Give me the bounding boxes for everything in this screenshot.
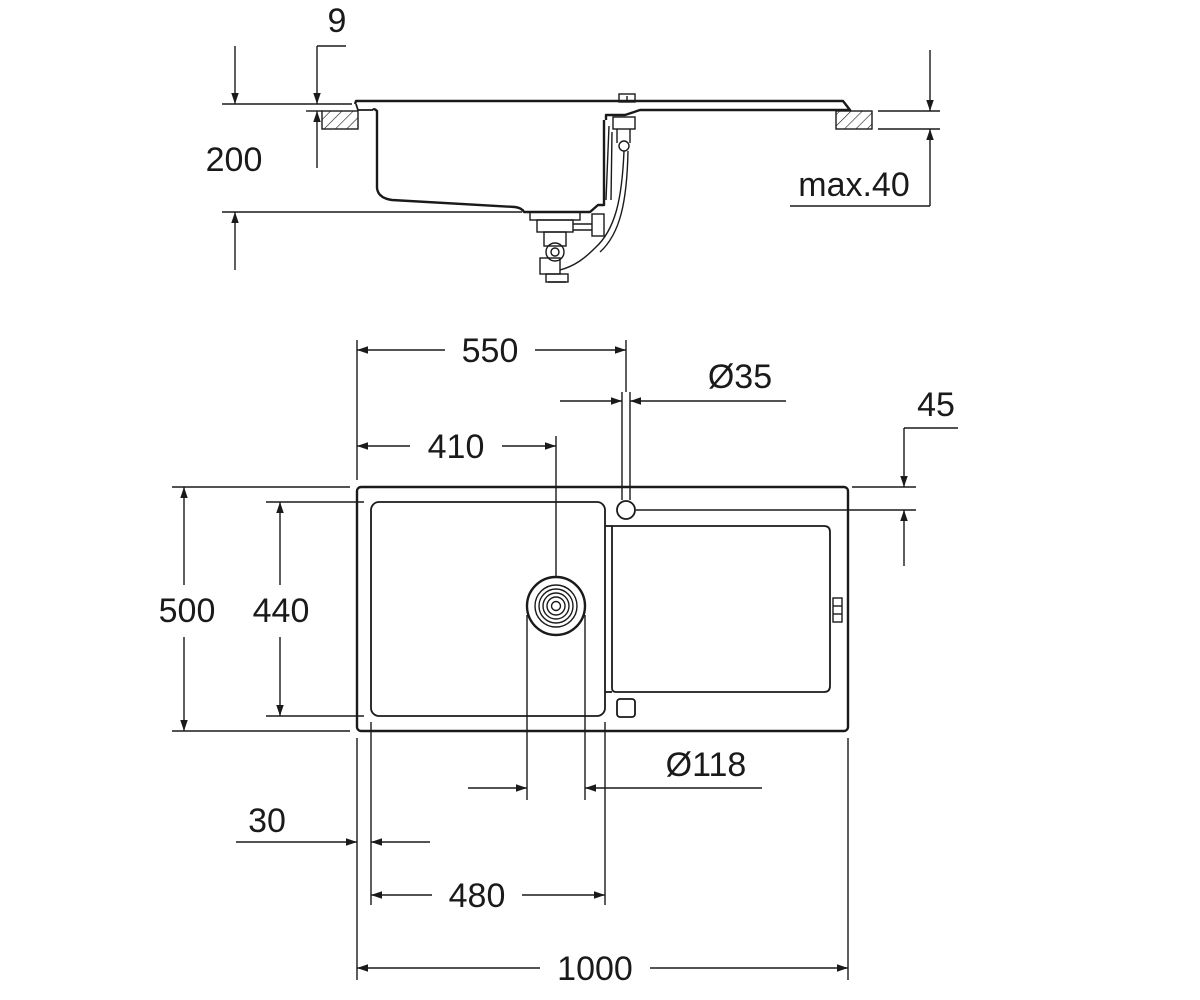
sink-outline [355, 485, 850, 733]
tap-hole [616, 500, 636, 520]
label-drain-position: 410 [428, 428, 485, 466]
label-edge-offset: 30 [248, 802, 286, 840]
countertop-left [321, 110, 359, 130]
tap-hole-fitting [618, 93, 636, 103]
top-view: 550 Ø35 45 410 500 440 Ø118 30 480 [159, 332, 958, 988]
sink-rim-profile [353, 99, 852, 120]
drainer-end-detail [832, 597, 843, 623]
label-drain-hole: Ø118 [666, 746, 747, 784]
label-overall-length: 1000 [557, 950, 633, 988]
label-tap-hole: Ø35 [708, 358, 772, 396]
label-bowl-width: 440 [253, 592, 310, 630]
overflow-square [616, 698, 636, 718]
overflow-assembly [559, 116, 636, 271]
drain-strainer [525, 575, 587, 637]
label-counter-max: max.40 [798, 166, 910, 204]
label-tap-position: 550 [462, 332, 519, 370]
label-bowl-length: 480 [449, 877, 506, 915]
label-bowl-depth: 200 [206, 141, 263, 179]
label-depth-offset: 9 [328, 2, 347, 40]
countertop-right [835, 110, 873, 130]
drainer-outline [611, 525, 831, 693]
waste-assembly [529, 211, 605, 283]
bowl-profile [371, 108, 606, 214]
side-view: 9 200 max.40 [206, 2, 940, 283]
bowl-outline [370, 501, 606, 717]
label-tap-edge: 45 [917, 386, 955, 424]
label-overall-depth: 500 [159, 592, 216, 630]
sink-rim-underside [355, 103, 373, 111]
